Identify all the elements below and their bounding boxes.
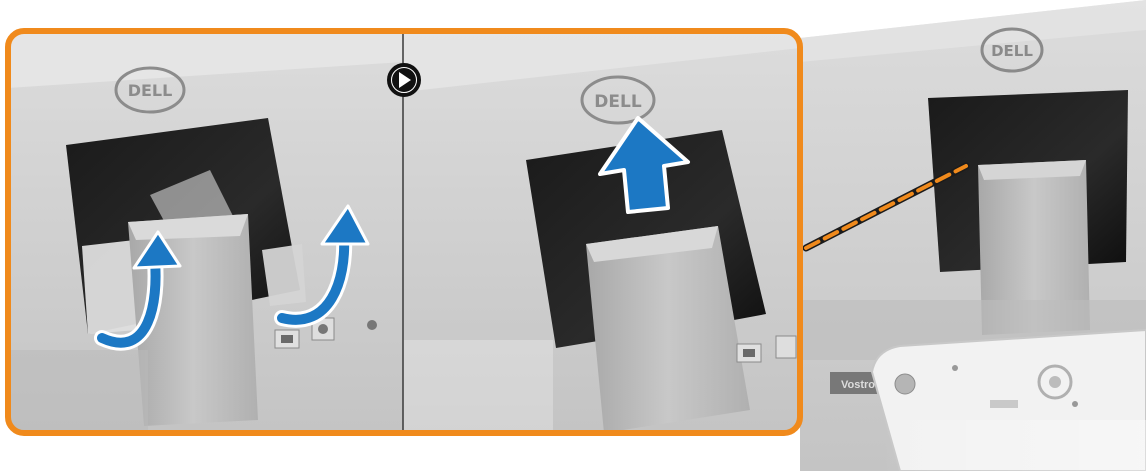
play-icon [389, 65, 419, 95]
overview-label-text: Vostro [841, 379, 875, 391]
overview-logo-text: DELL [991, 42, 1033, 60]
step-one-panel: DELL [8, 31, 403, 433]
overview-panel: DELL Vostro [800, 0, 1146, 471]
step-one-logo-text: DELL [128, 81, 173, 100]
step-two-panel: DELL [403, 31, 800, 433]
step-two-logo-text: DELL [594, 92, 642, 112]
